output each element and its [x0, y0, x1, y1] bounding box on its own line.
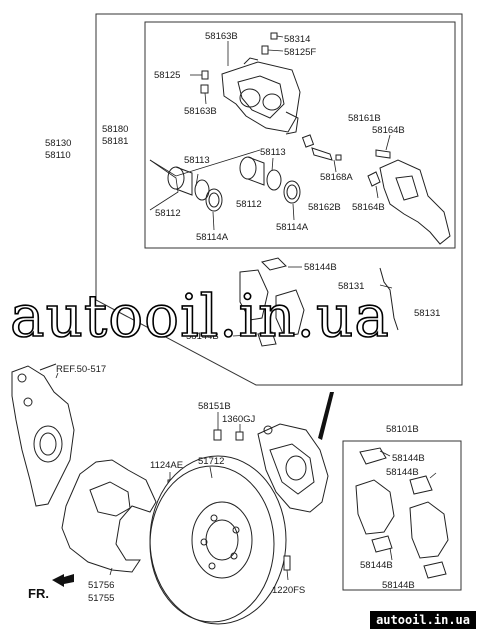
label-58151B: 58151B	[198, 401, 231, 412]
label-58131-b: 58131	[414, 308, 440, 319]
label-58144B-left: 58144B	[186, 331, 219, 342]
label-58112-right: 58112	[236, 199, 262, 210]
caliper-housing	[221, 57, 301, 135]
caliper-parts-box	[144, 21, 456, 249]
label-58101B: 58101B	[386, 424, 419, 435]
part-labels: 58163B 58314 58125F 58125 58163B 58180 5…	[45, 31, 440, 604]
label-1220FS: 1220FS	[272, 585, 305, 596]
bleeder-screw	[261, 32, 284, 55]
label-58314: 58314	[284, 34, 310, 45]
label-58144B-top: 58144B	[304, 262, 337, 273]
label-1124AE: 1124AE	[150, 460, 183, 471]
label-58131-a: 58131	[338, 281, 364, 292]
label-58162B: 58162B	[308, 202, 341, 213]
caliper-bolts	[190, 41, 229, 105]
label-58144B-r4: 58144B	[382, 580, 415, 591]
arrow-to-caliper	[318, 392, 334, 440]
piston-left	[167, 166, 223, 212]
label-58125: 58125	[154, 70, 180, 81]
direction-marker-text: FR.	[28, 586, 49, 601]
caliper-mount-bolts	[213, 412, 244, 441]
label-58114A-left: 58114A	[196, 232, 229, 243]
label-58144B-r3: 58144B	[360, 560, 393, 571]
guide-pin-set	[301, 134, 391, 199]
label-58113-right: 58113	[260, 147, 286, 158]
label-58181: 58181	[102, 136, 128, 147]
label-58168A: 58168A	[320, 172, 353, 183]
label-58130: 58130	[45, 138, 71, 149]
label-58125F: 58125F	[284, 47, 316, 58]
label-58112-left: 58112	[155, 208, 181, 219]
label-58163B-top: 58163B	[205, 31, 238, 42]
label-58144B-r1: 58144B	[392, 453, 425, 464]
label-58180: 58180	[102, 124, 128, 135]
label-58161B: 58161B	[348, 113, 381, 124]
inner-pads	[232, 257, 399, 347]
watermark: autooil.in.ua	[10, 282, 390, 350]
label-58114A-right: 58114A	[276, 222, 309, 233]
assembly-outline	[95, 13, 463, 386]
pad-set	[355, 447, 449, 579]
piston-right	[239, 156, 301, 204]
footer-watermark: autooil.in.ua	[370, 611, 476, 629]
label-51712: 51712	[198, 456, 224, 467]
label-58164B-top: 58164B	[372, 125, 405, 136]
label-51756: 51756	[88, 580, 114, 591]
disc-screw	[283, 555, 291, 581]
pad-set-box	[342, 440, 462, 591]
label-58110: 58110	[45, 150, 71, 161]
label-58144B-r2: 58144B	[386, 467, 419, 478]
label-51755: 51755	[88, 593, 114, 604]
caliper-assembly	[257, 423, 329, 513]
dust-shield	[61, 459, 157, 573]
steering-knuckle	[11, 363, 75, 507]
label-58164B-low: 58164B	[352, 202, 385, 213]
label-ref: REF.50-517	[56, 364, 106, 375]
leader-pistons	[149, 149, 261, 177]
brake-disc	[149, 455, 287, 625]
label-58163B-mid: 58163B	[184, 106, 217, 117]
direction-arrow	[52, 574, 74, 587]
label-1360GJ: 1360GJ	[222, 414, 256, 425]
caliper-bracket	[379, 159, 451, 245]
label-58113-left: 58113	[184, 155, 210, 166]
